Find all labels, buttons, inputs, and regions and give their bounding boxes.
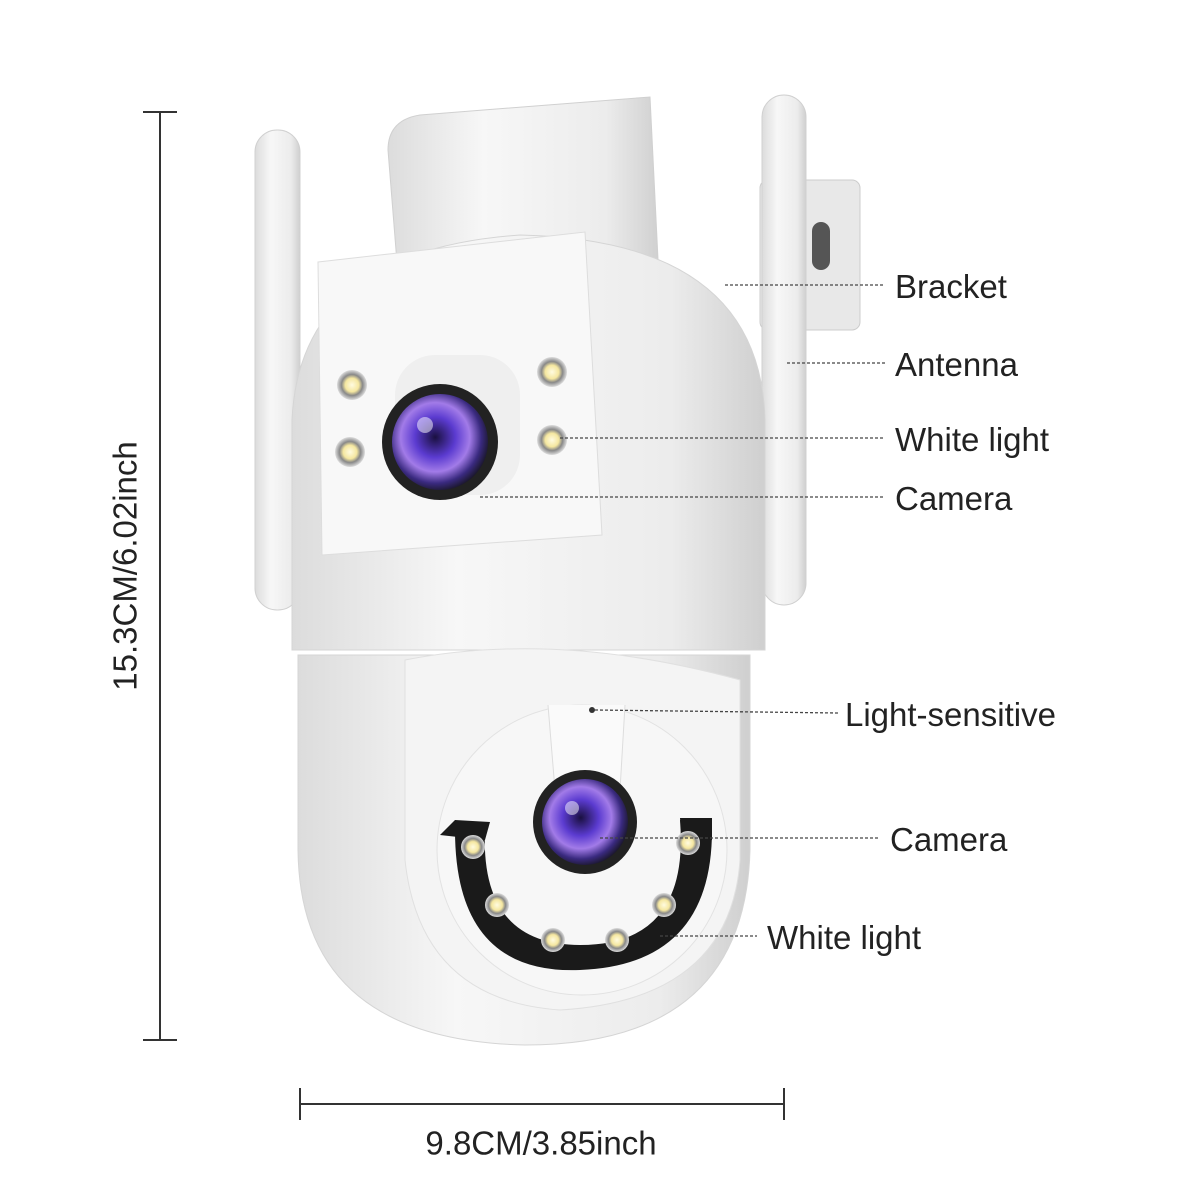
callout-bracket: Bracket bbox=[895, 268, 1007, 305]
lower-white-leds bbox=[461, 831, 700, 952]
upper-camera-lens bbox=[392, 394, 488, 490]
width-dimension-line bbox=[299, 1088, 785, 1120]
callout-light-sensitive: Light-sensitive bbox=[845, 696, 1056, 733]
callout-camera-lower: Camera bbox=[890, 821, 1008, 858]
height-dimension-label: 15.3CM/6.02inch bbox=[106, 441, 144, 691]
callout-antenna: Antenna bbox=[895, 346, 1018, 383]
lower-camera-lens bbox=[542, 779, 628, 865]
light-sensor bbox=[589, 707, 595, 713]
height-dimension-line bbox=[143, 111, 177, 1041]
width-dimension-label: 9.8CM/3.85inch bbox=[425, 1124, 657, 1162]
callout-white-light-lower: White light bbox=[767, 919, 922, 956]
callout-camera-upper: Camera bbox=[895, 480, 1013, 517]
callout-white-light-upper: White light bbox=[895, 421, 1050, 458]
lower-led-ring bbox=[455, 820, 712, 971]
leader-lines bbox=[480, 284, 885, 937]
upper-white-leds bbox=[335, 357, 567, 467]
antenna-right bbox=[761, 94, 807, 606]
